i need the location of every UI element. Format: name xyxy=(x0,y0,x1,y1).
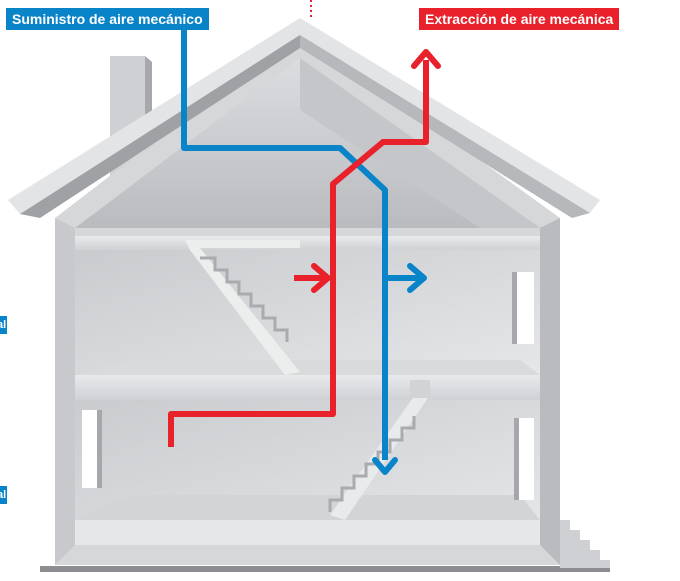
side-tab-lower: al xyxy=(0,486,7,504)
window-lower-right xyxy=(514,418,534,500)
upper-staircase xyxy=(185,240,300,375)
entrance-steps xyxy=(560,520,610,568)
side-tab-upper: al xyxy=(0,316,7,334)
extract-arrow-icons xyxy=(311,49,441,293)
lower-staircase xyxy=(328,380,430,520)
window-upper-right xyxy=(512,272,534,344)
ground-line xyxy=(40,566,610,572)
supply-arrow-icons xyxy=(372,263,427,475)
extract-air-label: Extracción de aire mecánica xyxy=(419,8,620,30)
supply-air-duct xyxy=(181,28,420,460)
supply-air-label: Suministro de aire mecánico xyxy=(6,8,209,30)
house-shell xyxy=(8,18,600,565)
extract-air-duct xyxy=(168,60,429,447)
window-lower-left xyxy=(82,410,102,488)
